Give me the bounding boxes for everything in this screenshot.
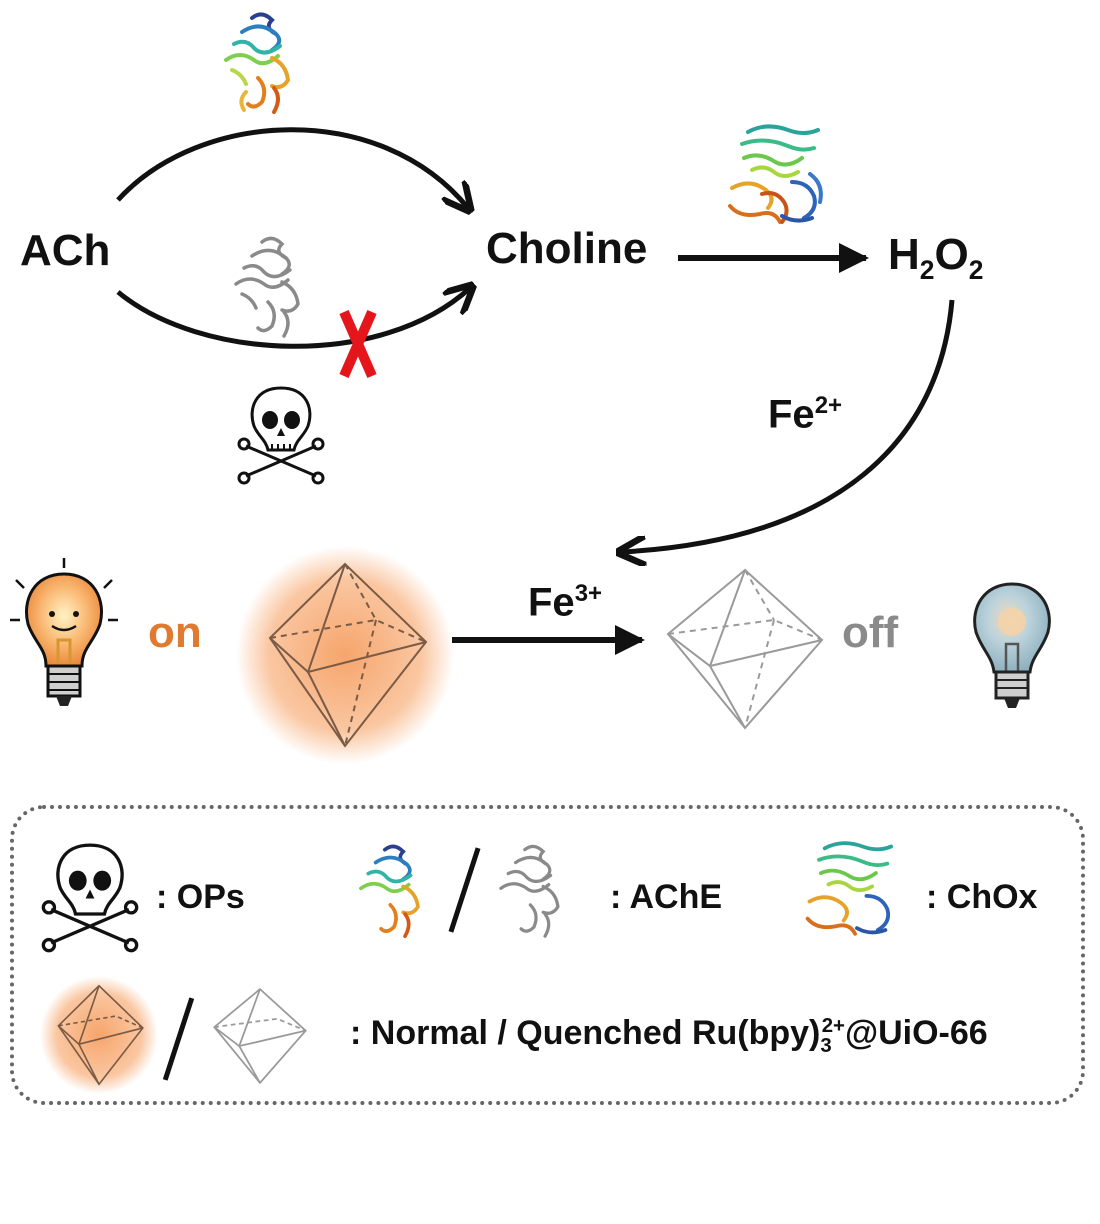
legend-mof-label: : Normal / Quenched Ru(bpy)32+@UiO-66 xyxy=(350,1014,988,1057)
inhibition-mark-icon xyxy=(339,309,377,379)
normal-mof-glow xyxy=(236,546,454,764)
chox-protein-icon xyxy=(728,124,823,224)
legend-box xyxy=(10,805,1085,1105)
legend-chox-label: : ChOx xyxy=(926,878,1038,916)
lit-bulb-icon xyxy=(10,558,118,706)
legend-quenched-mof-octahedron-icon xyxy=(213,987,307,1085)
off-state-label: off xyxy=(842,608,899,657)
inhibited-arrow xyxy=(116,0,1100,349)
unlit-bulb-icon xyxy=(973,582,1051,708)
h2o2-label: H2O2 xyxy=(888,230,984,285)
fenton-arrow xyxy=(0,299,955,600)
legend-chox-protein-icon xyxy=(805,841,894,936)
hydrolysis-arrow xyxy=(116,127,1100,600)
legend-ache-inhibited-protein-icon xyxy=(499,844,560,938)
quenched-mof-octahedron-icon xyxy=(666,568,824,730)
normal-mof-octahedron-icon xyxy=(268,562,428,748)
legend-skull-crossbones-icon xyxy=(41,843,139,953)
legend-ache-active-protein-icon xyxy=(359,844,420,939)
oxidation-arrow xyxy=(678,243,869,273)
skull-crossbones-icon xyxy=(237,386,325,485)
ache-inhibited-protein-icon xyxy=(234,236,300,338)
quench-arrow xyxy=(452,625,645,655)
legend-normal-mof-octahedron-icon xyxy=(57,984,144,1086)
ach-label: ACh xyxy=(20,226,111,275)
ache-active-protein-icon xyxy=(224,12,291,114)
legend-ops-label: : OPs xyxy=(156,878,245,916)
choline-label: Choline xyxy=(486,224,648,273)
fe2-label: Fe2+ xyxy=(768,392,843,437)
fe3-label: Fe3+ xyxy=(528,580,603,625)
on-state-label: on xyxy=(148,608,202,657)
legend-ache-label: : AChE xyxy=(610,878,723,916)
